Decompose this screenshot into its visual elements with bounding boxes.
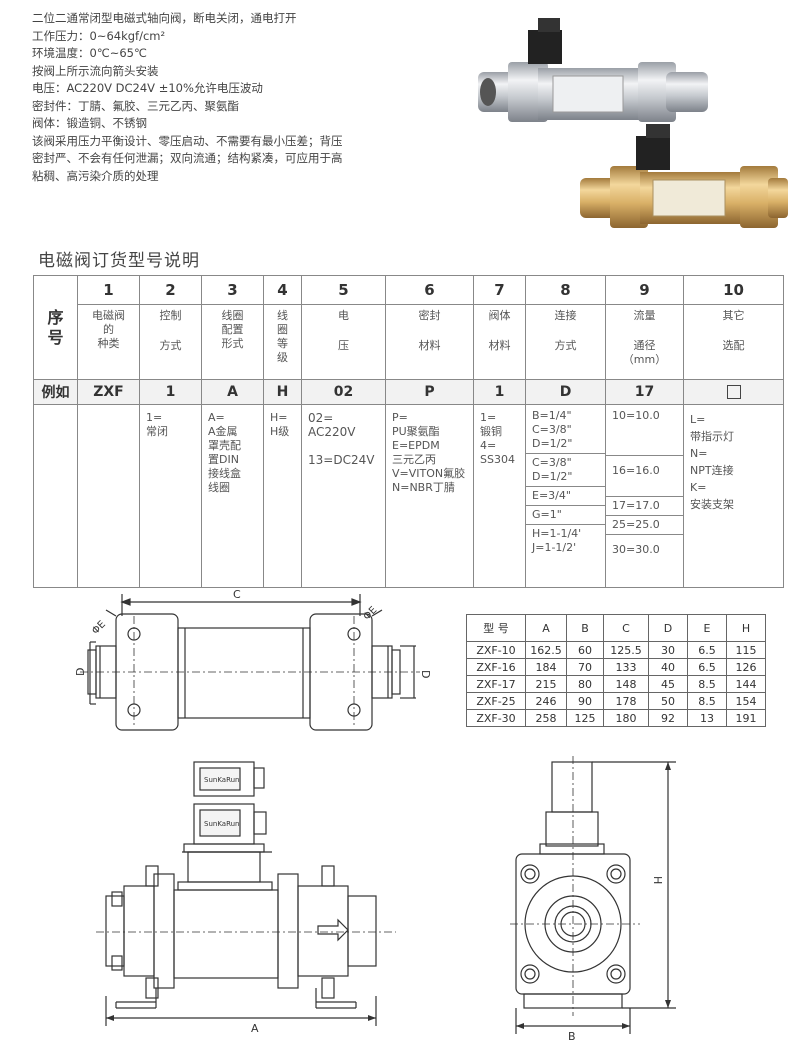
order-code-table: 序号 1 2 3 4 5 6 7 8 9 10 电磁阀的种类 控制方式 线圈配置… [33,275,784,588]
dim-b-label: B [568,1030,576,1043]
connection-options: B=1/4"C=3/8"D=1/2" C=3/8"D=1/2" E=3/4" G… [525,404,606,588]
brass-valve-photo [580,124,788,228]
dim-d-right-label: D [419,670,432,678]
example-value: P [385,379,474,405]
intro-line: 二位二通常闭型电磁式轴向阀，断电关闭，通电打开 [32,11,297,25]
col-name: 电磁阀的种类 [77,304,140,380]
col-number: 3 [201,275,264,305]
intro-line: 按阀上所示流向箭头安装 [32,63,159,78]
col-number: 8 [525,275,606,305]
col-name: 线圈配置形式 [201,304,264,380]
empty-option-box [726,385,741,399]
intro-line: 密封件：丁腈、氟胶、三元乙丙、聚氨酯 [32,98,239,113]
col-name: 其它选配 [683,304,784,380]
intro-line: 粘稠、高污染介质的处理 [32,168,159,183]
col-name: 阀体材料 [473,304,526,380]
col-number: 1 [77,275,140,305]
dim-a-label: A [251,1022,259,1035]
flow-size-options: 10=10.0 16=16.0 17=17.0 25=25.0 30=30.0 [605,404,684,588]
col-number: 2 [139,275,202,305]
col-name: 电压 [301,304,386,380]
dim-h-label: H [651,876,664,884]
control-options: 1=常闭 [139,404,202,588]
col-number: 6 [385,275,474,305]
product-photos [478,18,788,228]
col-name: 连接方式 [525,304,606,380]
dim-c-label: C [233,588,241,601]
example-label: 例如 [33,379,78,405]
col-number: 10 [683,275,784,305]
example-value: 1 [473,379,526,405]
intro-line: 该阀采用压力平衡设计、零压启动、不需要有最小压差；背压 [32,133,343,148]
example-value: ZXF [77,379,140,405]
intro-line: 环境温度：0℃~65℃ [32,46,147,60]
col-name: 控制方式 [139,304,202,380]
example-value: D [525,379,606,405]
intro-line: 工作压力：0~64kgf/cm² [32,28,166,43]
coil-brand-label: SunKaRun [204,776,240,784]
dim-d-left-label: D [74,668,87,676]
col-name: 流量通径（mm） [605,304,684,380]
intro-line: 阀体：锻造铜、不锈钢 [32,116,147,130]
example-option-box [683,379,784,405]
seq-header: 序号 [33,275,78,380]
example-value: H [263,379,302,405]
section-title: 电磁阀订货型号说明 [38,251,200,271]
col-number: 4 [263,275,302,305]
side-view-drawing: SunKaRun SunKaRun A [96,761,396,1035]
col-number: 5 [301,275,386,305]
example-value: 02 [301,379,386,405]
coil-grade-options: H=H级 [263,404,302,588]
col-number: 9 [605,275,684,305]
intro-line: 电压：AC220V DC24V ±10%允许电压波动 [32,81,263,95]
end-view-drawing: B H [510,756,676,1043]
example-value: A [201,379,264,405]
col-number: 7 [473,275,526,305]
coil-brand-label: SunKaRun [204,820,240,828]
example-value: 1 [139,379,202,405]
intro-text: 二位二通常闭型电磁式轴向阀，断电关闭，通电打开 工作压力：0~64kgf/cm²… [32,10,452,185]
example-value: 17 [605,379,684,405]
top-view-drawing: C D D ΦE ΦE [74,588,432,731]
dims-header-row: 型 号 A B C D E H [466,614,766,642]
intro-line: 密封严、不会有任何泄漏；双向流通；结构紧凑，可应用于高 [32,151,343,165]
col-name: 密封材料 [385,304,474,380]
col-name: 线圈等级 [263,304,302,380]
dim-phi-e-left-label: ΦE [90,619,108,637]
steel-valve-photo [478,18,708,122]
dim-phi-e-right-label: ΦE [362,605,380,623]
